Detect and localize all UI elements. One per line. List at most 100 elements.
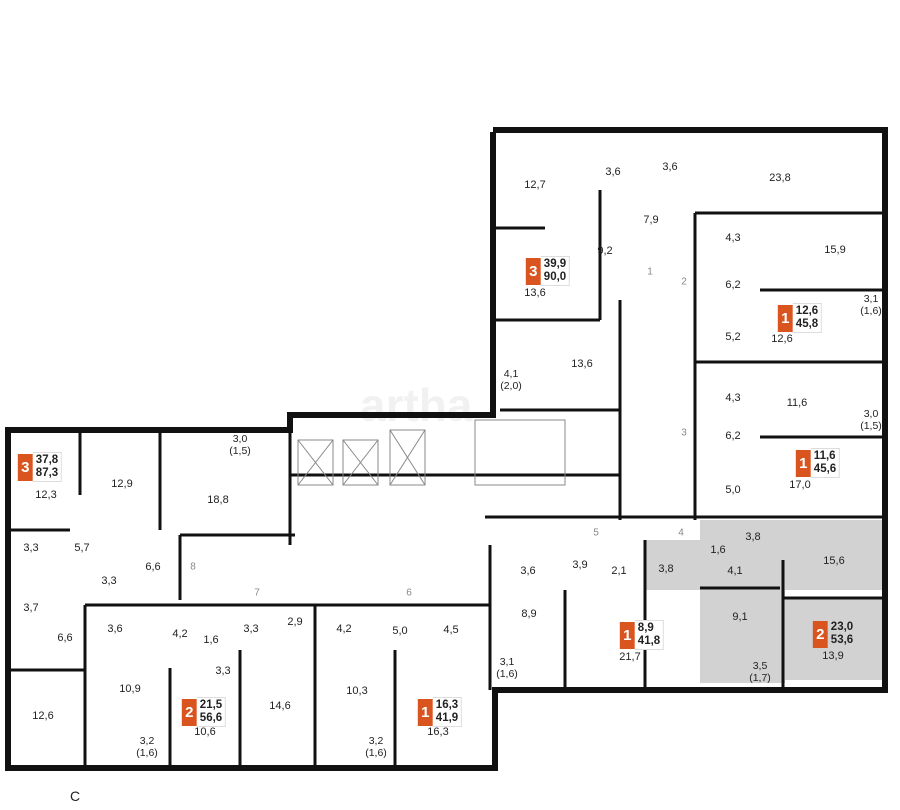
balcony-label: 3,2(1,6) xyxy=(365,735,387,759)
room-area: 7,9 xyxy=(643,214,659,226)
room-count: 2 xyxy=(181,698,197,726)
room-area: 16,3 xyxy=(427,726,449,738)
room-area: 3,6 xyxy=(107,623,123,635)
compass-north-label: С xyxy=(70,788,81,804)
room-area: 3,3 xyxy=(101,575,117,587)
living-area: 11,6 xyxy=(813,450,836,462)
room-area: 5,2 xyxy=(725,331,741,343)
room-area: 13,9 xyxy=(822,650,844,662)
room-area: 17,0 xyxy=(789,479,811,491)
living-area: 8,9 xyxy=(637,622,654,634)
room-area: 3,9 xyxy=(572,559,588,571)
door-number: 2 xyxy=(681,276,687,288)
highlighted-apartment-fill xyxy=(645,520,885,683)
room-area: 3,6 xyxy=(520,565,536,577)
total-area: 90,0 xyxy=(543,271,567,283)
room-area: 6,2 xyxy=(725,279,741,291)
room-count: 3 xyxy=(525,257,541,285)
room-area: 4,1 xyxy=(727,565,743,577)
total-area: 56,6 xyxy=(199,712,223,724)
room-area: 2,1 xyxy=(611,565,627,577)
outer-walls xyxy=(5,127,888,771)
room-count: 1 xyxy=(795,449,811,477)
interior-walls xyxy=(8,190,885,768)
door-number: 6 xyxy=(406,587,412,599)
room-area: 10,9 xyxy=(119,683,141,695)
room-area: 3,6 xyxy=(662,161,678,173)
room-area: 13,6 xyxy=(524,287,546,299)
room-area: 3,3 xyxy=(243,623,259,635)
room-area: 4,2 xyxy=(336,623,352,635)
room-area: 10,6 xyxy=(194,726,216,738)
room-area: 3,3 xyxy=(215,665,231,677)
total-area: 41,8 xyxy=(637,635,661,647)
room-area: 12,7 xyxy=(524,179,546,191)
room-area: 3,8 xyxy=(745,531,761,543)
living-area: 37,8 xyxy=(35,454,59,466)
total-area: 53,6 xyxy=(830,634,854,646)
balcony-label: 3,1(1,6) xyxy=(496,656,518,680)
room-area: 1,6 xyxy=(710,544,726,556)
room-area: 5,0 xyxy=(725,484,741,496)
room-count: 1 xyxy=(777,304,793,332)
room-area: 13,6 xyxy=(571,358,593,370)
living-area: 39,9 xyxy=(543,258,567,270)
room-area: 8,9 xyxy=(521,608,537,620)
room-area: 3,8 xyxy=(658,563,674,575)
room-area: 23,8 xyxy=(769,172,791,184)
living-area: 21,5 xyxy=(199,699,223,711)
room-area: 10,3 xyxy=(346,685,368,697)
room-count: 3 xyxy=(17,453,33,481)
room-count: 1 xyxy=(417,698,433,726)
room-area: 4,5 xyxy=(443,624,459,636)
room-area: 4,3 xyxy=(725,392,741,404)
balcony-label: 4,1(2,0) xyxy=(500,368,522,392)
balcony-label: 3,2(1,6) xyxy=(136,735,158,759)
room-area: 1,6 xyxy=(203,634,219,646)
living-area: 16,3 xyxy=(435,699,459,711)
balcony-label: 3,5(1,7) xyxy=(749,660,771,684)
room-area: 2,9 xyxy=(287,616,303,628)
room-area: 6,6 xyxy=(57,632,73,644)
total-area: 87,3 xyxy=(35,467,59,479)
room-area: 6,6 xyxy=(145,561,161,573)
room-area: 15,6 xyxy=(823,555,845,567)
total-area: 45,8 xyxy=(795,318,819,330)
living-area: 23,0 xyxy=(830,621,854,633)
door-number: 8 xyxy=(190,561,196,573)
room-area: 15,9 xyxy=(824,244,846,256)
door-number: 5 xyxy=(593,527,599,539)
door-number: 3 xyxy=(681,427,687,439)
room-area: 4,3 xyxy=(725,232,741,244)
room-area: 21,7 xyxy=(619,651,641,663)
balcony-label: 3,0(1,5) xyxy=(229,433,251,457)
room-area: 12,6 xyxy=(32,710,54,722)
room-count: 1 xyxy=(619,621,635,649)
room-area: 3,7 xyxy=(23,602,39,614)
room-area: 11,6 xyxy=(786,397,808,409)
room-area: 9,1 xyxy=(732,611,748,623)
balcony-label: 3,1(1,6) xyxy=(860,293,882,317)
elevator-shafts xyxy=(297,419,566,486)
room-area: 3,3 xyxy=(23,542,39,554)
total-area: 45,6 xyxy=(813,463,837,475)
room-area: 5,0 xyxy=(392,625,408,637)
room-area: 12,3 xyxy=(35,489,57,501)
balcony-label: 3,0(1,5) xyxy=(860,408,882,432)
watermark-logo: artha xyxy=(360,379,473,431)
room-area: 5,7 xyxy=(74,542,90,554)
total-area: 41,9 xyxy=(435,712,459,724)
room-area: 9,2 xyxy=(597,245,613,257)
door-number: 4 xyxy=(678,527,684,539)
room-area: 12,9 xyxy=(111,478,133,490)
room-area: 3,6 xyxy=(605,166,621,178)
